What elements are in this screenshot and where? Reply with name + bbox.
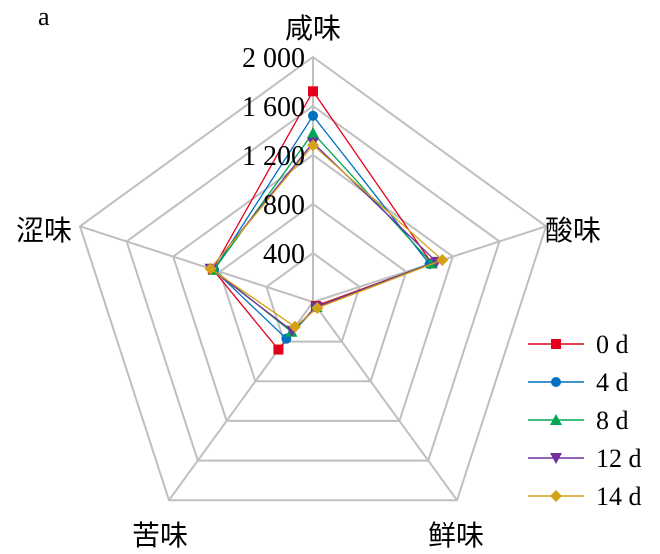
legend-marker [550, 414, 562, 425]
legend-item: 12 d [528, 444, 642, 473]
legend-label: 12 d [596, 444, 642, 473]
data-point [204, 262, 217, 275]
grid-ring-5 [78, 55, 548, 502]
data-point [308, 86, 318, 97]
legend-marker [551, 377, 561, 387]
grid-ring-1 [265, 251, 361, 343]
panel-label: a [38, 2, 50, 31]
grid-ring-4 [125, 104, 501, 462]
series-4 [204, 137, 443, 337]
legend: 0 d 4 d 8 d 12 d 14 d [528, 330, 642, 511]
legend-item: 4 d [528, 368, 629, 397]
series-line-5 [209, 144, 444, 328]
grid-ring-2 [218, 202, 408, 383]
legend-marker [551, 339, 561, 349]
legend-item: 0 d [528, 330, 629, 359]
axis-label: 鲜味 [428, 519, 484, 552]
tick-label: 2 000 [242, 43, 305, 74]
legend-label: 14 d [596, 482, 642, 511]
axis-label: 酸味 [545, 214, 601, 247]
tick-label: 1 600 [242, 92, 305, 123]
legend-marker [550, 490, 562, 502]
radar-tick-labels: 400 800 1 200 1 600 2 000 [242, 43, 305, 270]
data-point [308, 110, 318, 121]
tick-label: 800 [263, 190, 305, 221]
tick-label: 1 200 [242, 141, 305, 172]
legend-marker [550, 453, 562, 464]
legend-item: 8 d [528, 406, 629, 435]
radar-spokes [79, 57, 547, 501]
legend-item: 14 d [528, 482, 642, 511]
spoke-5 [79, 225, 314, 303]
data-point [288, 320, 301, 333]
spoke-3 [312, 301, 458, 501]
radar-grid [78, 55, 548, 502]
series-5 [204, 139, 449, 333]
axis-label: 涩味 [16, 214, 72, 247]
data-point [307, 126, 319, 138]
data-point [311, 301, 324, 314]
data-point [273, 344, 284, 355]
data-point [436, 253, 449, 266]
legend-label: 8 d [596, 406, 629, 435]
legend-label: 4 d [596, 368, 629, 397]
tick-label: 400 [263, 239, 305, 270]
grid-ring-3 [172, 153, 454, 422]
axis-label: 苦味 [132, 519, 188, 552]
radar-series [204, 86, 449, 355]
legend-label: 0 d [596, 330, 629, 359]
data-point [307, 139, 319, 152]
axis-label: 咸味 [285, 12, 341, 45]
